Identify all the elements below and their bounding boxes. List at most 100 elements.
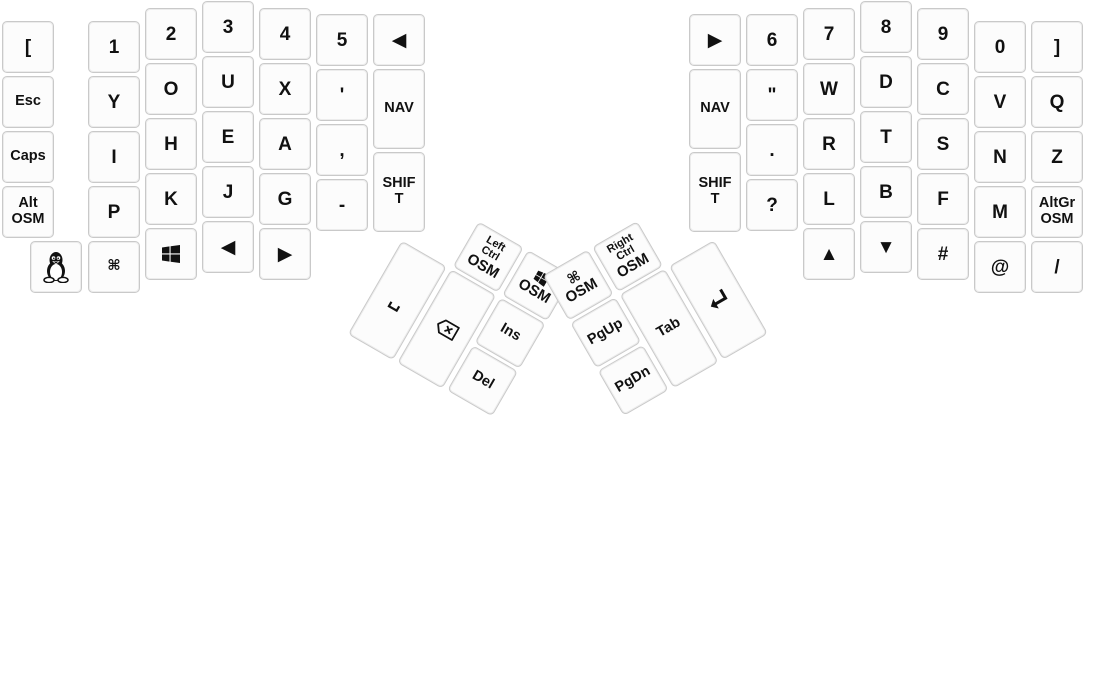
key-at[interactable]: @ xyxy=(974,241,1026,293)
key-label: L xyxy=(823,188,835,210)
key-t[interactable]: T xyxy=(860,111,912,163)
key-altgr-osm[interactable]: AltGr OSM xyxy=(1031,186,1083,238)
key-a[interactable]: A xyxy=(259,118,311,170)
cmd-icon: ⌘ xyxy=(107,258,121,275)
key-right-bracket[interactable]: ] xyxy=(1031,21,1083,73)
key-esc[interactable]: Esc xyxy=(2,76,54,128)
key-m[interactable]: M xyxy=(974,186,1026,238)
key-z[interactable]: Z xyxy=(1031,131,1083,183)
key-label: NAV xyxy=(384,100,414,117)
key-6[interactable]: 6 xyxy=(746,14,798,66)
key-label: E xyxy=(221,126,235,148)
key-minus[interactable]: - xyxy=(316,179,368,231)
key-9[interactable]: 9 xyxy=(917,8,969,60)
key-w[interactable]: W xyxy=(803,63,855,115)
key-label: F xyxy=(937,188,949,210)
key-cmd[interactable]: ⌘ xyxy=(88,241,140,293)
key-u[interactable]: U xyxy=(202,56,254,108)
key-3[interactable]: 3 xyxy=(202,1,254,53)
key-quote[interactable]: " xyxy=(746,69,798,121)
key-8[interactable]: 8 xyxy=(860,1,912,53)
key-7[interactable]: 7 xyxy=(803,8,855,60)
key-label: Caps xyxy=(10,148,46,165)
key-k[interactable]: K xyxy=(145,173,197,225)
key-caps[interactable]: Caps xyxy=(2,131,54,183)
key-label: A xyxy=(278,133,292,155)
key-inner-right-arrow[interactable]: ▶ xyxy=(689,14,741,66)
key-f[interactable]: F xyxy=(917,173,969,225)
key-label: 5 xyxy=(336,29,348,51)
key-down-arrow[interactable]: ▼ xyxy=(860,221,912,273)
key-label: V xyxy=(993,91,1007,113)
key-y[interactable]: Y xyxy=(88,76,140,128)
down-arrow-icon: ▼ xyxy=(876,236,896,258)
key-b[interactable]: B xyxy=(860,166,912,218)
key-2[interactable]: 2 xyxy=(145,8,197,60)
key-label: Esc xyxy=(15,93,41,110)
key-q[interactable]: Q xyxy=(1031,76,1083,128)
up-arrow-icon: ▲ xyxy=(819,243,839,265)
key-shift-left[interactable]: SHIF T xyxy=(373,152,425,232)
key-left-bracket[interactable]: [ xyxy=(2,21,54,73)
key-label: ? xyxy=(766,194,778,216)
key-d[interactable]: D xyxy=(860,56,912,108)
key-label: W xyxy=(820,78,838,100)
key-up-arrow[interactable]: ▲ xyxy=(803,228,855,280)
windows-icon xyxy=(162,245,180,263)
key-g[interactable]: G xyxy=(259,173,311,225)
key-alt-osm[interactable]: Alt OSM xyxy=(2,186,54,238)
key-label: Ins xyxy=(497,320,524,345)
key-label: H xyxy=(164,133,178,155)
key-left-arrow[interactable]: ◀ xyxy=(202,221,254,273)
key-s[interactable]: S xyxy=(917,118,969,170)
key-h[interactable]: H xyxy=(145,118,197,170)
key-v[interactable]: V xyxy=(974,76,1026,128)
key-hash[interactable]: # xyxy=(917,228,969,280)
key-label: B xyxy=(879,181,893,203)
key-l[interactable]: L xyxy=(803,173,855,225)
key-label: , xyxy=(339,139,345,161)
key-x[interactable]: X xyxy=(259,63,311,115)
key-inner-left-arrow[interactable]: ◀ xyxy=(373,14,425,66)
key-label: 8 xyxy=(880,16,892,38)
right-arrow-icon: ▶ xyxy=(277,243,293,265)
key-1[interactable]: 1 xyxy=(88,21,140,73)
key-backspace[interactable] xyxy=(397,269,497,389)
key-label: 2 xyxy=(165,23,177,45)
key-i[interactable]: I xyxy=(88,131,140,183)
key-r[interactable]: R xyxy=(803,118,855,170)
key-label: 0 xyxy=(994,36,1006,58)
key-label: PgUp xyxy=(584,315,626,349)
key-enter[interactable] xyxy=(668,240,768,360)
key-label: O xyxy=(163,78,179,100)
key-o[interactable]: O xyxy=(145,63,197,115)
key-question[interactable]: ? xyxy=(746,179,798,231)
key-nav-right[interactable]: NAV xyxy=(689,69,741,149)
key-right-arrow[interactable]: ▶ xyxy=(259,228,311,280)
key-label: " xyxy=(767,84,777,106)
key-label: / xyxy=(1054,256,1060,278)
key-windows[interactable] xyxy=(145,228,197,280)
key-linux[interactable] xyxy=(30,241,82,293)
key-label: D xyxy=(879,71,893,93)
key-apostrophe[interactable]: ' xyxy=(316,69,368,121)
key-nav-left[interactable]: NAV xyxy=(373,69,425,149)
key-p[interactable]: P xyxy=(88,186,140,238)
key-0[interactable]: 0 xyxy=(974,21,1026,73)
key-slash[interactable]: / xyxy=(1031,241,1083,293)
key-j[interactable]: J xyxy=(202,166,254,218)
key-e[interactable]: E xyxy=(202,111,254,163)
key-comma[interactable]: , xyxy=(316,124,368,176)
key-label: Z xyxy=(1051,146,1063,168)
key-shift-right[interactable]: SHIF T xyxy=(689,152,741,232)
key-label: SHIF T xyxy=(698,175,732,207)
key-5[interactable]: 5 xyxy=(316,14,368,66)
key-label: P xyxy=(107,201,121,223)
key-c[interactable]: C xyxy=(917,63,969,115)
key-label: T xyxy=(880,126,892,148)
key-4[interactable]: 4 xyxy=(259,8,311,60)
key-n[interactable]: N xyxy=(974,131,1026,183)
key-period[interactable]: . xyxy=(746,124,798,176)
key-label: ⌘OSM xyxy=(562,267,601,307)
